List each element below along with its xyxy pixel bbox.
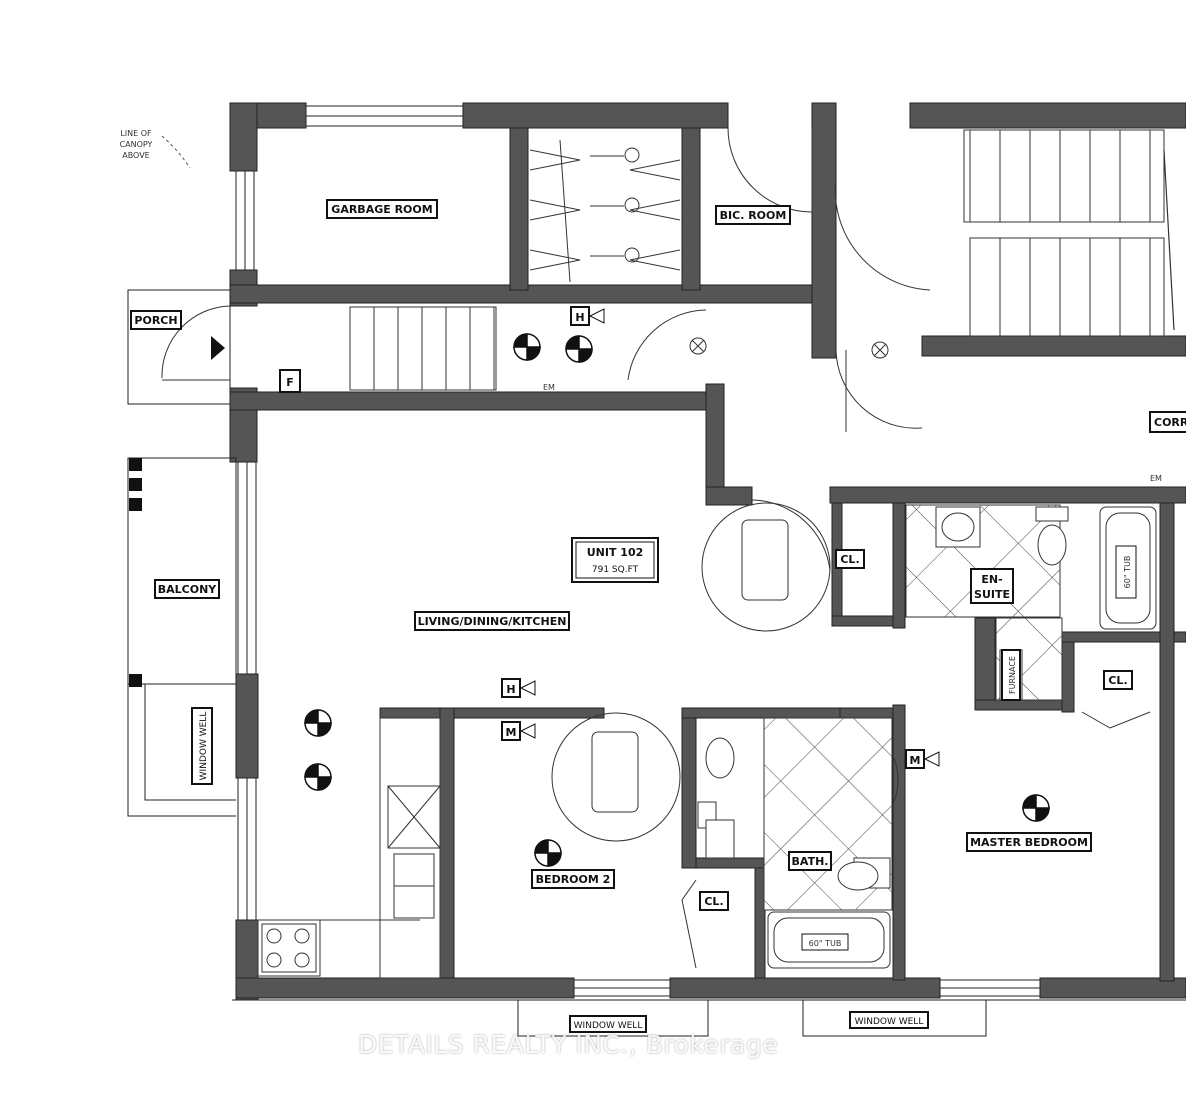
bike-rack (529, 139, 681, 283)
pendant-light-icon (304, 763, 332, 791)
tub-label-2: 60" TUB (801, 933, 849, 951)
svg-text:60" TUB: 60" TUB (1123, 556, 1132, 589)
label-window-well-bottom-1: WINDOW WELL (569, 1015, 647, 1033)
stairs (349, 129, 1175, 391)
em-label-1: EM (543, 383, 555, 392)
svg-text:H: H (506, 683, 515, 696)
svg-text:SUITE: SUITE (974, 588, 1010, 601)
pendant-light-icon (513, 333, 541, 361)
svg-text:BATH.: BATH. (792, 855, 829, 868)
svg-text:FURNACE: FURNACE (1008, 656, 1017, 694)
svg-text:EN-: EN- (981, 573, 1002, 586)
svg-text:WINDOW WELL: WINDOW WELL (574, 1021, 643, 1031)
smoke-detector-master: M (905, 749, 940, 769)
windows (127, 105, 1186, 1037)
svg-text:BIC. ROOM: BIC. ROOM (720, 209, 787, 222)
detectors: H H M M F (279, 306, 940, 769)
pendant-light-icon (565, 335, 593, 363)
tub-label-1: 60" TUB (1115, 545, 1137, 599)
svg-text:M: M (506, 726, 517, 739)
svg-text:CORR: CORR (1154, 416, 1186, 429)
svg-text:CL.: CL. (704, 895, 723, 908)
label-porch: PORCH (130, 310, 182, 330)
balcony-posts (129, 458, 142, 687)
watermark: DETAILS REALTY INC., Brokerage (358, 1030, 779, 1059)
unit-name: UNIT 102 (587, 546, 644, 559)
svg-text:LIVING/DINING/KITCHEN: LIVING/DINING/KITCHEN (418, 615, 567, 628)
ceiling-lights (689, 337, 889, 359)
svg-text:H: H (575, 311, 584, 324)
svg-text:CL.: CL. (840, 553, 859, 566)
svg-text:BALCONY: BALCONY (158, 583, 218, 596)
em-label-2: EM (1150, 474, 1162, 483)
label-closet-3: CL. (699, 891, 729, 911)
svg-text:CL.: CL. (1108, 674, 1127, 687)
label-window-well-left: WINDOW WELL (191, 707, 213, 785)
label-closet-1: CL. (835, 549, 865, 569)
label-balcony: BALCONY (154, 579, 220, 599)
tile-floors (763, 504, 1063, 911)
label-closet-2: CL. (1103, 670, 1133, 690)
unit-badge: UNIT 102 791 SQ.FT (571, 537, 659, 583)
label-garbage-room: GARBAGE ROOM (326, 199, 438, 219)
walls (229, 102, 1186, 1001)
pendant-light-icon (1022, 794, 1050, 822)
pendant-light-icon (534, 839, 562, 867)
canopy-note-line3: ABOVE (122, 151, 150, 160)
smoke-detector-bedroom2: M (501, 721, 536, 741)
canopy-note-line2: CANOPY (120, 140, 153, 149)
furnace-label: FURNACE (1001, 649, 1021, 701)
unit-area: 791 SQ.FT (592, 565, 639, 575)
label-ensuite: EN- SUITE (970, 568, 1014, 604)
room-labels: GARBAGE ROOM BIC. ROOM PORCH BALCONY WIN… (130, 199, 1186, 1033)
pendant-symbols (304, 333, 1050, 867)
label-corridor: CORR (1149, 411, 1186, 433)
pendant-light-icon (304, 709, 332, 737)
heat-detector-hall: H (570, 306, 605, 326)
canopy-note-line1: LINE OF (120, 129, 152, 138)
label-window-well-bottom-2: WINDOW WELL (849, 1011, 929, 1029)
label-bath: BATH. (788, 851, 832, 871)
label-bicycle-room: BIC. ROOM (715, 205, 791, 225)
svg-text:WINDOW WELL: WINDOW WELL (199, 712, 209, 781)
svg-text:WINDOW WELL: WINDOW WELL (855, 1017, 924, 1027)
svg-text:F: F (286, 376, 294, 389)
label-bedroom-2: BEDROOM 2 (531, 869, 615, 889)
svg-text:MASTER BEDROOM: MASTER BEDROOM (970, 836, 1088, 849)
svg-text:GARBAGE ROOM: GARBAGE ROOM (331, 203, 432, 216)
svg-text:M: M (910, 754, 921, 767)
fire-panel: F (279, 369, 301, 393)
svg-text:PORCH: PORCH (134, 314, 177, 327)
label-living: LIVING/DINING/KITCHEN (414, 611, 570, 631)
svg-text:60" TUB: 60" TUB (809, 939, 842, 948)
notes: LINE OF CANOPY ABOVE EM EM 60" TUB 60" T… (120, 129, 1162, 951)
label-master-bedroom: MASTER BEDROOM (966, 832, 1092, 852)
heat-detector-unit: H (501, 678, 536, 698)
svg-text:BEDROOM 2: BEDROOM 2 (536, 873, 611, 886)
